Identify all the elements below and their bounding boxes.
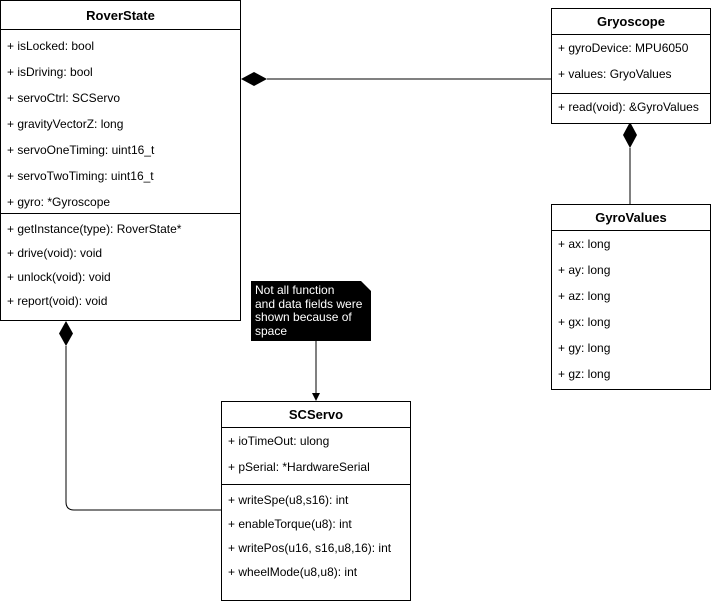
rover-state-attribute: + servoOneTiming: uint16_t bbox=[7, 143, 155, 157]
class-rover-state-title: RoverState bbox=[1, 1, 240, 30]
sc-servo-attribute: + pSerial: *HardwareSerial bbox=[228, 460, 370, 474]
class-sc-servo-attributes: + ioTimeOut: ulong + pSerial: *HardwareS… bbox=[222, 428, 410, 484]
gyro-values-attribute: + ay: long bbox=[558, 263, 611, 277]
gyroscope-attribute: + gyroDevice: MPU6050 bbox=[558, 41, 689, 55]
class-rover-state[interactable]: RoverState + isLocked: bool + isDriving:… bbox=[0, 0, 241, 321]
class-gyro-values-title: GyroValues bbox=[552, 205, 710, 231]
gyroscope-gyrovalues-diamond bbox=[623, 122, 637, 148]
gyroscope-method: + read(void): &GyroValues bbox=[558, 100, 699, 114]
class-gyroscope[interactable]: Gryoscope + gyroDevice: MPU6050 + values… bbox=[551, 8, 711, 124]
sc-servo-method: + enableTorque(u8): int bbox=[228, 517, 352, 531]
gyro-values-attribute: + ax: long bbox=[558, 237, 611, 251]
gyroscope-attribute: + values: GryoValues bbox=[558, 67, 672, 81]
note-line: shown because of bbox=[255, 310, 352, 324]
rover-state-method: + unlock(void): void bbox=[7, 270, 111, 284]
rover-state-attribute: + servoCtrl: SCServo bbox=[7, 91, 121, 105]
class-rover-state-methods: + getInstance(type): RoverState* + drive… bbox=[1, 213, 240, 313]
rover-state-attribute: + gyro: *Gyroscope bbox=[7, 195, 111, 209]
rover-scservo-connector bbox=[65, 346, 221, 511]
sc-servo-method: + writePos(u16, s16,u8,16): int bbox=[228, 541, 392, 555]
rover-state-attribute: + gravityVectorZ: long bbox=[7, 117, 124, 131]
gyro-values-attribute: + gx: long bbox=[558, 315, 611, 329]
note-line: Not all function bbox=[255, 283, 335, 297]
rover-gyroscope-diamond bbox=[241, 72, 267, 86]
class-gyro-values-attributes: + ax: long + ay: long + az: long + gx: l… bbox=[552, 231, 710, 387]
rover-state-attribute: + isDriving: bool bbox=[7, 65, 93, 79]
class-rover-state-attributes: + isLocked: bool + isDriving: bool + ser… bbox=[1, 30, 240, 213]
sc-servo-method: + wheelMode(u8,u8): int bbox=[228, 565, 358, 579]
class-gyro-values[interactable]: GyroValues + ax: long + ay: long + az: l… bbox=[551, 204, 711, 390]
sc-servo-attribute: + ioTimeOut: ulong bbox=[228, 434, 330, 448]
note-line: space bbox=[255, 323, 288, 338]
gyro-values-attribute: + az: long bbox=[558, 289, 611, 303]
diagram-note[interactable]: Not all function and data fields were sh… bbox=[251, 281, 371, 341]
class-sc-servo[interactable]: SCServo + ioTimeOut: ulong + pSerial: *H… bbox=[221, 401, 411, 601]
note-pointer-arrowhead bbox=[312, 393, 320, 401]
class-gyroscope-attributes: + gyroDevice: MPU6050 + values: GryoValu… bbox=[552, 35, 710, 93]
gyro-values-attribute: + gy: long bbox=[558, 341, 611, 355]
class-sc-servo-methods: + writeSpe(u8,s16): int + enableTorque(u… bbox=[222, 484, 410, 584]
class-gyroscope-title: Gryoscope bbox=[552, 9, 710, 35]
rover-scservo-diamond bbox=[59, 321, 73, 346]
sc-servo-method: + writeSpe(u8,s16): int bbox=[228, 493, 349, 507]
class-sc-servo-title: SCServo bbox=[222, 402, 410, 428]
rover-state-method: + drive(void): void bbox=[7, 246, 103, 260]
rover-state-attribute: + servoTwoTiming: uint16_t bbox=[7, 169, 154, 183]
class-gyroscope-methods: + read(void): &GyroValues bbox=[552, 93, 710, 120]
rover-state-method: + getInstance(type): RoverState* bbox=[7, 222, 182, 236]
gyro-values-attribute: + gz: long bbox=[558, 367, 611, 381]
rover-state-method: + report(void): void bbox=[7, 294, 108, 308]
note-line: and data fields were bbox=[255, 296, 363, 311]
rover-state-attribute: + isLocked: bool bbox=[7, 39, 95, 53]
